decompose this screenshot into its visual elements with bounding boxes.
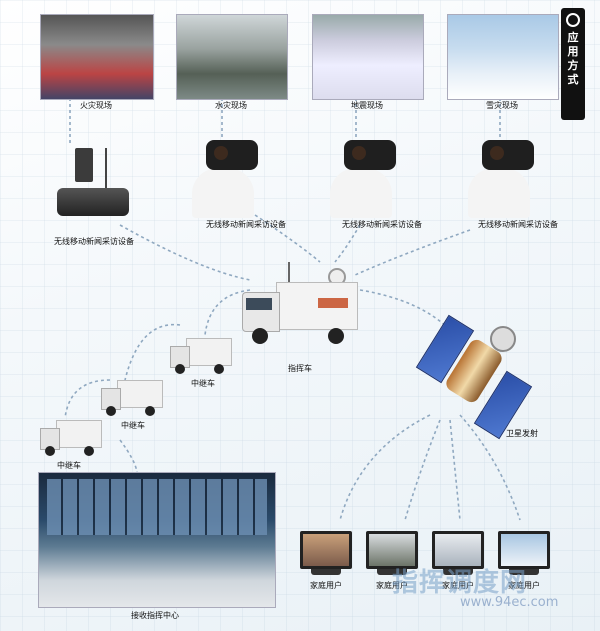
home-tv-4-stand: [509, 569, 539, 575]
connector-op3-command: [354, 229, 471, 276]
satellite-dish-icon: [490, 326, 516, 352]
wheel-icon: [175, 364, 185, 374]
connector-satellite-home1: [339, 414, 431, 521]
connector-op1-command: [254, 214, 321, 263]
operator-3-head: [490, 146, 504, 160]
wheel-icon: [84, 446, 94, 456]
watermark-url: www.94ec.com: [460, 595, 559, 610]
home-tv-1-screen: [303, 534, 349, 566]
earthquake-scene-label: 地震现场: [351, 101, 383, 110]
connector-relay2-relay3: [64, 379, 111, 419]
home-tv-3-screen: [435, 534, 481, 566]
portable-camera-device: [55, 148, 135, 230]
snow-scene-label: 雪灾现场: [486, 101, 518, 110]
connector-satellite-home3: [449, 419, 461, 521]
home-user-1-label: 家庭用户: [310, 581, 342, 590]
transmitter-box-icon: [75, 148, 93, 182]
relay-vehicle-2-body: [117, 380, 163, 408]
wheel-icon: [45, 446, 55, 456]
operator-2-label: 无线移动新闻采访设备: [342, 220, 422, 229]
flood-scene-photo: [176, 14, 288, 100]
satellite-figure: [415, 312, 540, 440]
watermark-text: 指挥调度网: [392, 568, 528, 598]
home-user-2-label: 家庭用户: [376, 581, 408, 590]
command-vehicle-stripe: [318, 298, 348, 308]
wheel-icon: [328, 328, 344, 344]
command-vehicle: [240, 262, 358, 350]
relay-vehicle-2: [101, 378, 163, 418]
connector-op2-command: [334, 224, 361, 263]
relay-vehicle-2-label: 中继车: [121, 421, 145, 430]
operator-1-head: [214, 146, 228, 160]
connector-command-relay1: [204, 289, 251, 336]
earthquake-scene-photo: [312, 14, 424, 100]
satellite-label: 卫星发射: [506, 429, 538, 438]
application-mode-tag: 应用方式: [561, 8, 585, 120]
home-tv-2-screen: [369, 534, 415, 566]
fire-scene-photo: [40, 14, 154, 100]
home-tv-1: [300, 531, 352, 569]
operator-1-label: 无线移动新闻采访设备: [206, 220, 286, 229]
home-user-3-label: 家庭用户: [442, 581, 474, 590]
wheel-icon: [145, 406, 155, 416]
wheel-icon: [252, 328, 268, 344]
command-vehicle-label: 指挥车: [288, 364, 312, 373]
home-tv-3-stand: [443, 569, 473, 575]
operator-2-head: [352, 146, 366, 160]
home-tv-3: [432, 531, 484, 569]
video-wall: [47, 479, 267, 535]
power-circle-icon: [566, 13, 580, 27]
relay-vehicle-1-body: [186, 338, 232, 366]
home-tv-4-screen: [501, 534, 547, 566]
connector-relay3-center: [119, 439, 138, 473]
control-center-photo: [38, 472, 276, 608]
relay-vehicle-1: [170, 336, 232, 376]
connector-camera-command: [119, 224, 251, 281]
home-tv-2: [366, 531, 418, 569]
operator-2-shirt: [330, 168, 392, 218]
home-tv-2-stand: [377, 569, 407, 575]
relay-vehicle-3: [40, 418, 102, 458]
antenna-icon: [105, 148, 107, 188]
home-tv-1-stand: [311, 569, 341, 575]
command-vehicle-body: [276, 282, 358, 330]
operator-2-figure: [330, 138, 402, 218]
home-user-4-label: 家庭用户: [508, 581, 540, 590]
command-vehicle-windshield: [246, 298, 272, 310]
connector-satellite-home4: [459, 414, 521, 521]
relay-vehicle-1-label: 中继车: [191, 379, 215, 388]
operator-3-label: 无线移动新闻采访设备: [478, 220, 558, 229]
operator-3-shirt: [468, 168, 530, 218]
control-center-label: 接收指挥中心: [131, 611, 179, 620]
relay-vehicle-3-body: [56, 420, 102, 448]
operator-1-shirt: [192, 168, 254, 218]
flood-scene-label: 水灾现场: [215, 101, 247, 110]
portable-camera-label: 无线移动新闻采访设备: [54, 237, 134, 246]
command-antenna-icon: [288, 262, 290, 282]
wheel-icon: [214, 364, 224, 374]
operator-1-figure: [192, 138, 264, 218]
operator-3-figure: [468, 138, 540, 218]
video-camera-icon: [57, 188, 129, 216]
wheel-icon: [106, 406, 116, 416]
relay-vehicle-3-label: 中继车: [57, 461, 81, 470]
application-mode-text: 应用方式: [567, 31, 579, 86]
fire-scene-label: 火灾现场: [80, 101, 112, 110]
home-tv-4: [498, 531, 550, 569]
snow-scene-photo: [447, 14, 559, 100]
connector-relay1-relay2: [124, 323, 181, 381]
